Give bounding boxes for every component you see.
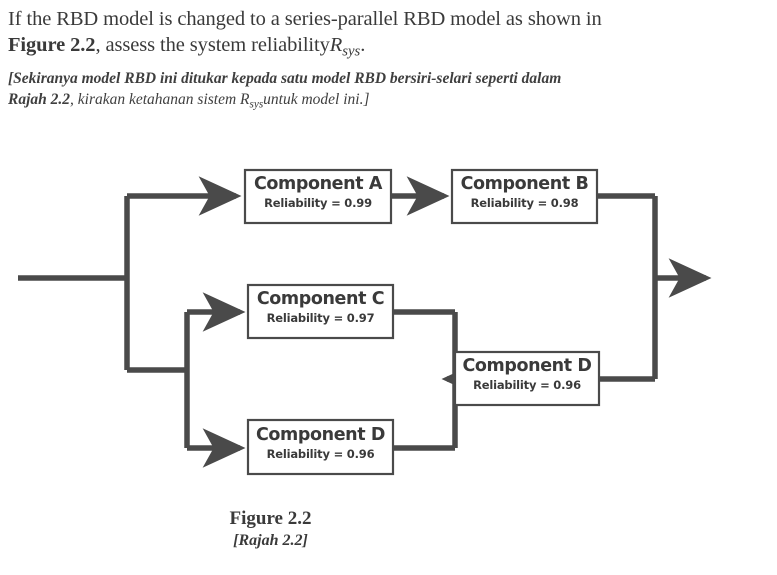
malay-line-2: Rajah 2.2, kirakan ketahanan sistem Rsys… (8, 89, 768, 116)
rbd-diagram: Component A Reliability = 0.99 Component… (0, 140, 777, 500)
question-text-block: If the RBD model is changed to a series-… (8, 6, 768, 115)
question-line-2-end: . (360, 34, 366, 56)
component-boxes (243, 168, 601, 476)
figure-caption-sub: [Rajah 2.2] (0, 531, 777, 551)
figure-caption-main: Figure 2.2 (0, 508, 777, 530)
figure-reference: Figure 2.2 (8, 34, 96, 56)
figure-caption-main-text: Figure 2.2 (229, 508, 312, 529)
malay-figure-reference: Rajah 2.2 (8, 90, 71, 108)
malay-line-2-end: untuk model ini.] (263, 90, 370, 108)
rsys-variable: R (329, 34, 343, 56)
question-line-2: Figure 2.2, assess the system reliabilit… (8, 32, 768, 65)
box-component-b (450, 168, 599, 225)
rsys-subscript: sys (342, 43, 361, 60)
box-component-c (246, 283, 395, 340)
malay-rsys-subscript: sys (249, 98, 264, 111)
question-line-2-middle: , assess the system reliability (95, 34, 330, 56)
malay-line-1-text: [Sekiranya model RBD ini ditukar kepada … (8, 69, 562, 87)
question-line-1-text: If the RBD model is changed to a series-… (8, 8, 602, 30)
rbd-diagram-svg (18, 168, 712, 476)
box-component-d2 (453, 350, 601, 407)
question-line-1: If the RBD model is changed to a series-… (8, 6, 768, 32)
box-component-a (243, 168, 393, 225)
figure-caption-sub-text: [Rajah 2.2] (233, 532, 308, 549)
box-component-d1 (246, 418, 395, 476)
malay-line-2-middle: , kirakan ketahanan sistem R (70, 90, 250, 108)
malay-line-1: [Sekiranya model RBD ini ditukar kepada … (8, 68, 768, 89)
